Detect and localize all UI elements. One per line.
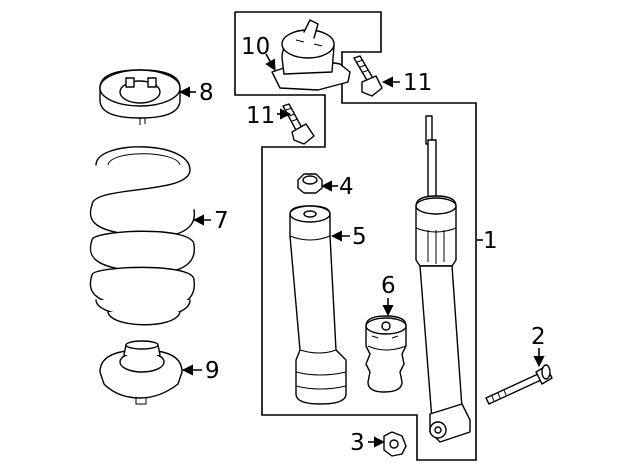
spring-upper-seat xyxy=(99,69,181,125)
callout-2: 2 xyxy=(531,324,546,350)
assembly-outline xyxy=(234,11,477,461)
mount-bolt-upper xyxy=(353,55,383,97)
callout-9: 9 xyxy=(205,358,220,384)
leader-lines xyxy=(178,53,545,448)
jounce-bumper xyxy=(365,315,407,393)
lower-nut xyxy=(383,431,407,457)
coil-spring xyxy=(89,146,196,326)
dust-boot xyxy=(289,205,347,405)
lower-bolt xyxy=(485,364,553,405)
upper-mount xyxy=(271,19,351,91)
shock-absorber xyxy=(415,115,471,443)
callout-7: 7 xyxy=(214,208,229,234)
callout-1: 1 xyxy=(483,228,498,254)
callout-11-upper: 11 xyxy=(403,70,432,96)
callout-4: 4 xyxy=(339,174,354,200)
callout-11-lower: 11 xyxy=(246,103,275,129)
callout-8: 8 xyxy=(199,80,214,106)
mount-bolt-lower xyxy=(282,103,315,145)
nut xyxy=(297,173,323,194)
spring-lower-isolator xyxy=(99,340,183,405)
callout-10: 10 xyxy=(241,34,270,60)
callout-5: 5 xyxy=(352,224,367,250)
callout-3: 3 xyxy=(350,430,365,456)
callout-6: 6 xyxy=(381,273,396,299)
